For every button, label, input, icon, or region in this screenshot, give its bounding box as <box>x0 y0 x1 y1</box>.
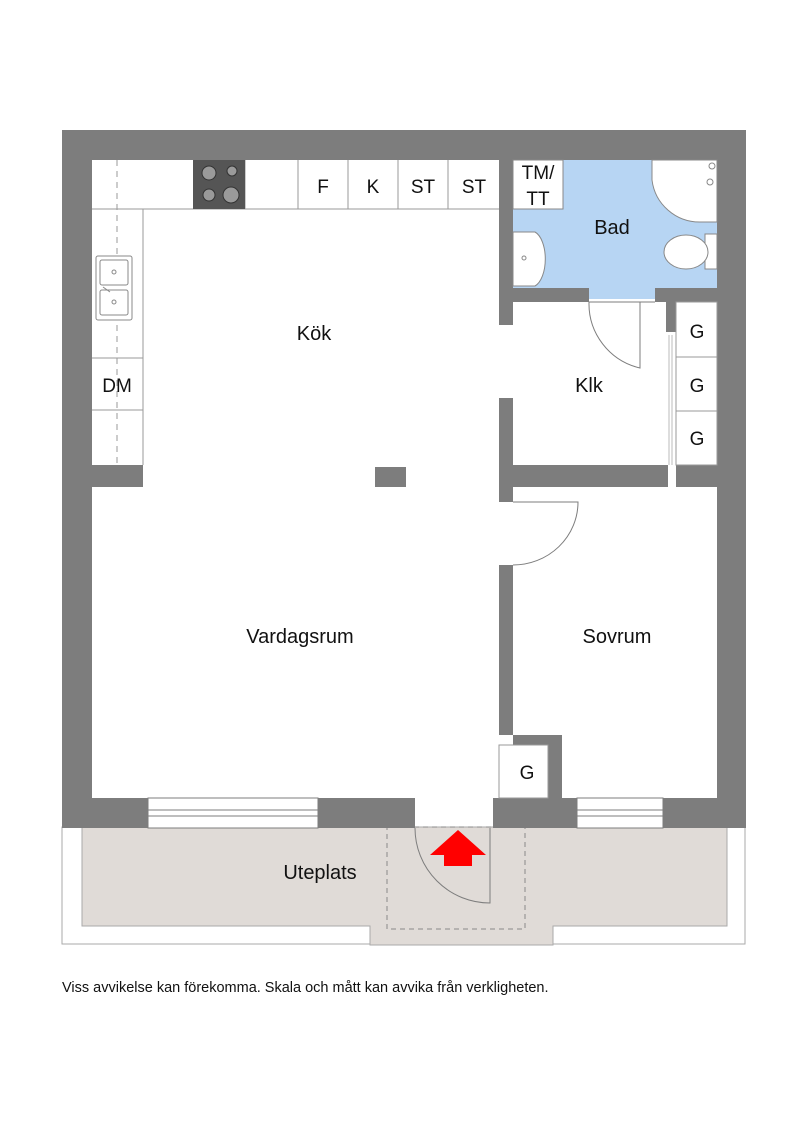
wall-partition-lower <box>499 565 513 735</box>
fixture-label-wardrobe-bedroom: G <box>520 763 535 784</box>
room-label-hall: Klk <box>575 375 604 397</box>
wall-bottom-middle <box>318 798 415 828</box>
entrance-door <box>414 827 491 904</box>
wall-partition-upper <box>499 159 513 325</box>
walls <box>62 130 746 828</box>
washbasin-icon <box>512 231 546 287</box>
room-label-bathroom: Bad <box>594 217 630 239</box>
wall-bath-bottom-left <box>513 288 589 302</box>
door-swings <box>414 301 655 904</box>
entrance-arrow-icon <box>430 830 486 866</box>
entrance-step <box>386 826 526 930</box>
windows <box>147 797 664 829</box>
patio-area <box>61 826 746 946</box>
fixture-label-wardrobe-hall-3: G <box>690 429 705 450</box>
fixture-label-washer-line1: TM/ <box>522 163 555 184</box>
fixture-label-washer-line2: TT <box>526 189 550 210</box>
column-icon <box>375 467 406 487</box>
kitchen-counters <box>92 160 499 465</box>
disclaimer-text: Viss avvikelse kan förekomma. Skala och … <box>62 980 549 996</box>
washer-cabinet <box>512 159 564 210</box>
window-living-room <box>147 797 319 829</box>
wall-bottom-left <box>62 798 148 828</box>
fixture-label-storage-1: ST <box>411 177 436 198</box>
wall-left <box>62 130 92 828</box>
fixture-label-wardrobe-hall-1: G <box>690 322 705 343</box>
wall-hall-bottom <box>513 465 668 487</box>
wall-bottom-right-2 <box>663 798 746 828</box>
fixture-label-dishwasher: DM <box>102 376 132 397</box>
window-bedroom <box>576 797 664 829</box>
fixture-label-fridge: F <box>317 177 329 198</box>
wall-right <box>717 130 746 828</box>
wall-bath-bottom-right <box>655 288 717 302</box>
wall-kitchen-left-stub <box>92 465 143 487</box>
bathroom-door <box>588 301 655 369</box>
shower-icon <box>651 159 718 223</box>
bedroom-wardrobe <box>498 744 549 799</box>
bathroom-fixtures <box>512 159 718 287</box>
fixture-label-storage-2: ST <box>462 177 487 198</box>
room-label-living-room: Vardagsrum <box>246 626 353 648</box>
stove-icon <box>193 160 245 209</box>
room-label-bedroom: Sovrum <box>583 626 652 648</box>
patio-floor <box>81 826 728 946</box>
fixture-label-freezer: K <box>367 177 380 198</box>
wall-bottom-right-1 <box>493 798 577 828</box>
room-label-kitchen: Kök <box>297 323 332 345</box>
room-label-patio: Uteplats <box>283 862 356 884</box>
wall-hall-bottom-right <box>676 465 717 487</box>
wall-bedroom-closet <box>513 735 562 798</box>
sink-icon <box>95 255 133 321</box>
wall-hall-divider <box>666 302 676 332</box>
wall-top <box>62 130 746 160</box>
bedroom-door <box>512 501 579 566</box>
fixture-label-wardrobe-hall-2: G <box>690 376 705 397</box>
wall-partition-middle <box>499 398 513 502</box>
hall-wardrobes <box>668 301 718 466</box>
